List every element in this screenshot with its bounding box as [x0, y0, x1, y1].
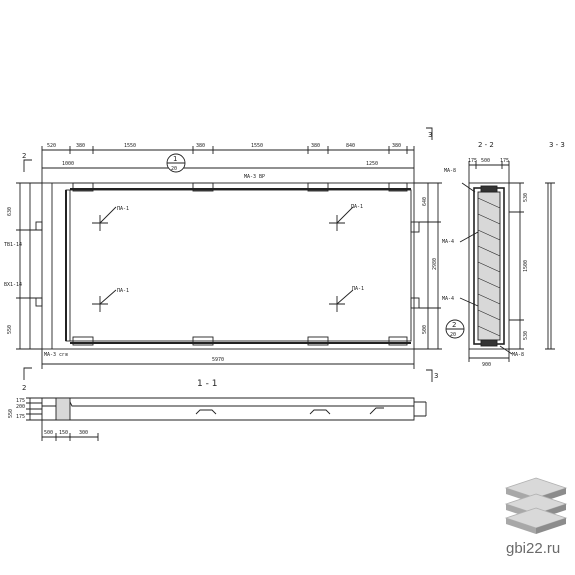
cut-mark-3-top	[426, 127, 433, 140]
dim-label: 530	[523, 193, 529, 202]
section-2-block	[480, 185, 498, 193]
lifting-loop	[192, 336, 214, 346]
right-dim-ticks	[414, 182, 442, 350]
section-2-label: МА-4	[442, 296, 454, 302]
section-2-right-ticks	[509, 182, 524, 350]
dim-label: 380	[311, 143, 320, 149]
pa-label: ПА-1	[117, 288, 129, 294]
section-1-outline	[41, 397, 415, 421]
section-2-label: МА-8	[444, 168, 456, 174]
lifting-loop	[307, 336, 329, 346]
section-2-block	[480, 339, 498, 347]
plan-outline	[41, 182, 415, 350]
dim-label: 520	[47, 143, 56, 149]
dim-label: 380	[196, 143, 205, 149]
left-dim-ticks	[16, 182, 42, 350]
marker-label: МА-3 сгв	[44, 352, 68, 358]
section-1-title: 1 - 1	[197, 379, 217, 389]
cut-mark-label: 3	[434, 372, 438, 380]
lifting-loop	[388, 336, 408, 346]
section-1-end-rib	[55, 397, 71, 421]
callout-2-den: 20	[450, 332, 456, 338]
top-dim-ticks	[41, 146, 415, 183]
dim-label: 1500	[523, 260, 529, 272]
dim-label: 550	[7, 325, 13, 334]
section-2-hatch	[477, 197, 501, 337]
cut-mark-2-top	[23, 159, 32, 172]
dim-label: 175	[16, 414, 25, 420]
section-2-leaders	[459, 182, 513, 355]
lifting-loop	[307, 182, 329, 192]
dim-label: 900	[482, 362, 491, 368]
lifting-loop	[192, 182, 214, 192]
plan-inner-panel	[65, 189, 412, 342]
overall-dim-label: 5970	[212, 357, 224, 363]
leader-lines	[99, 206, 354, 305]
section-2-label: МА-4	[442, 239, 454, 245]
cut-mark-label: 2	[22, 152, 26, 160]
cut-mark-label: 2	[22, 384, 26, 392]
section-2-bottom-ticks	[468, 349, 510, 362]
cut-mark-2-bottom	[23, 367, 32, 380]
section-1-profile-top	[42, 397, 414, 407]
marker-label: ТВ1-14	[4, 242, 22, 248]
dim-label: 500	[422, 325, 428, 334]
watermark-text: gbi22.ru	[506, 540, 560, 557]
dim-label: 840	[346, 143, 355, 149]
dim-label: 530	[523, 331, 529, 340]
logo-icon	[504, 477, 568, 534]
side-lug	[410, 297, 420, 309]
pa-label: ПА-1	[352, 286, 364, 292]
dim-label: 175	[16, 398, 25, 404]
dim-label: 1550	[251, 143, 263, 149]
section-2-outline	[468, 182, 510, 350]
dim-label: 300	[79, 430, 88, 436]
side-lug	[35, 297, 43, 307]
dim-label: 640	[422, 197, 428, 206]
section-2-top-ticks	[468, 161, 510, 183]
callout-2-num: 2	[452, 321, 456, 329]
section-1-left-ticks	[26, 397, 42, 421]
dim-label: 1000	[62, 161, 74, 167]
dim-label: 630	[7, 207, 13, 216]
dim-label: 175	[468, 158, 477, 164]
section-3-outline	[547, 183, 552, 349]
dim-label: 500	[481, 158, 490, 164]
dim-label: 150	[59, 430, 68, 436]
cut-mark-label: 3	[428, 131, 432, 139]
side-lug	[410, 221, 420, 233]
section-2-title: 2 - 2	[478, 141, 494, 149]
side-lug	[35, 221, 43, 231]
dim-label: 2980	[432, 258, 438, 270]
dim-label: 380	[392, 143, 401, 149]
pa-label: ПА-1	[351, 204, 363, 210]
section-2-label: МА-8	[512, 352, 524, 358]
dim-label: 500	[44, 430, 53, 436]
dim-label: 1250	[366, 161, 378, 167]
dim-label: 175	[500, 158, 509, 164]
cut-mark-3-bottom	[426, 369, 433, 382]
section-1-recesses	[195, 407, 384, 415]
overall-dim-ticks	[41, 349, 415, 369]
callout-1-den: 20	[171, 166, 177, 172]
dim-label: 1550	[124, 143, 136, 149]
callout-1-num: 1	[173, 155, 177, 163]
section-2-core	[477, 191, 501, 341]
marker-label: МА-3 ВР	[244, 174, 265, 180]
section-3-title: 3 - 3	[549, 141, 565, 149]
section-3-ticks	[545, 182, 555, 350]
section-1-right-dim	[414, 401, 427, 417]
pa-label: ПА-1	[117, 206, 129, 212]
dim-label: 380	[76, 143, 85, 149]
dim-label: 550	[8, 409, 14, 418]
lifting-loop	[72, 182, 94, 192]
lifting-loop	[72, 336, 94, 346]
lifting-loop	[388, 182, 408, 192]
dim-label: 200	[16, 404, 25, 410]
marker-label: ВХ1-14	[4, 282, 22, 288]
section-1-bottom-ticks	[41, 420, 99, 441]
